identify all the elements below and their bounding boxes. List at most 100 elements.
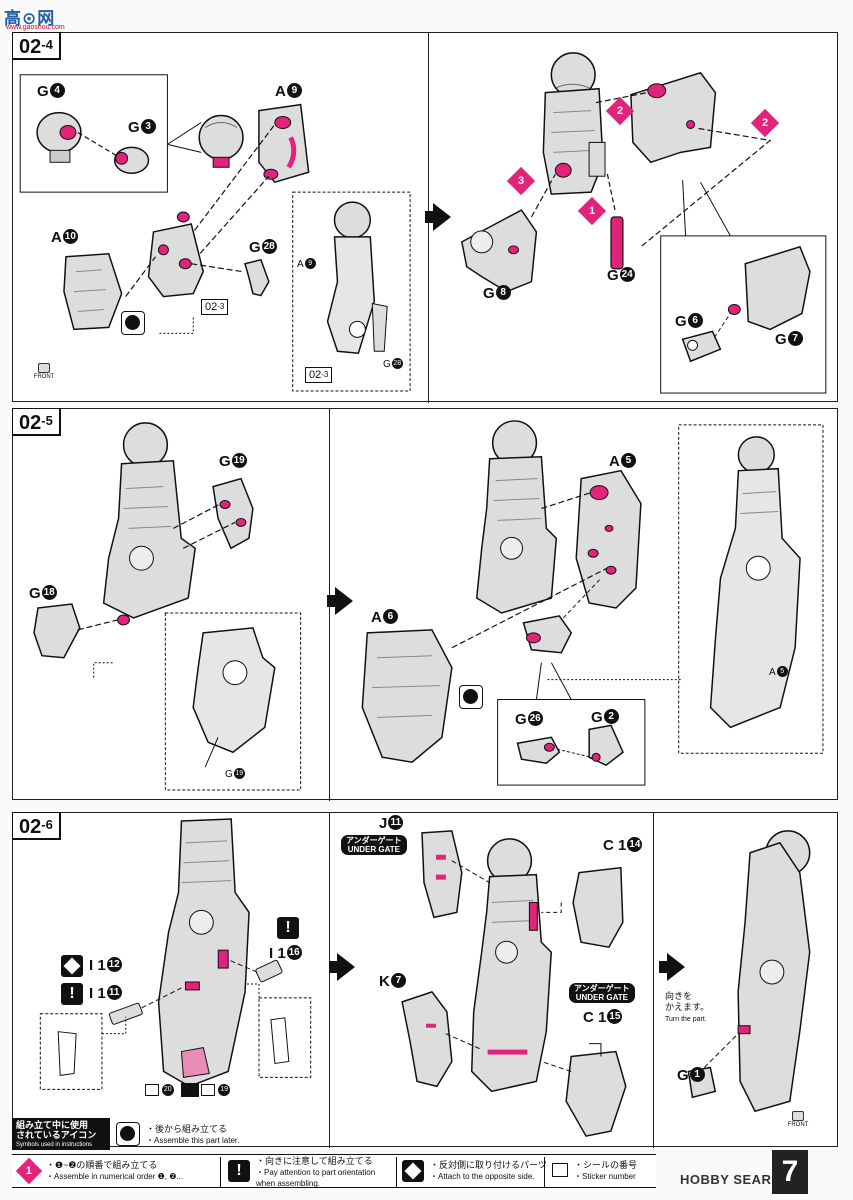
legend-order-jp: ・❶~❷の順番で組み立てる <box>46 1160 158 1170</box>
part-letter: I 1 <box>89 957 106 974</box>
legend-separator <box>220 1157 221 1187</box>
part-number: 5 <box>620 452 636 468</box>
sticker-icon <box>552 1163 568 1177</box>
front-label: FRONT <box>787 1122 809 1128</box>
legend-separator <box>544 1157 545 1187</box>
legend-later-jp: ・後から組み立てる <box>146 1124 228 1134</box>
front-label: FRONT <box>33 374 55 380</box>
part-number: 8 <box>495 284 511 300</box>
front-indicator: FRONT <box>31 363 57 381</box>
sticker-icon <box>201 1084 216 1096</box>
opposite-side-icon <box>180 1083 199 1097</box>
part-number: 5 <box>776 666 788 677</box>
part-letter: C 1 <box>603 837 627 854</box>
legend-attention-jp: ・向きに注意して組み立てる <box>256 1156 373 1166</box>
part-letter: G <box>607 267 619 284</box>
part-number: 9 <box>286 82 302 98</box>
part-number: 14 <box>627 836 643 852</box>
part-letter: G <box>128 119 140 136</box>
sticker-number: 20 <box>161 1084 174 1096</box>
part-number: 2 <box>603 708 619 724</box>
part-letter: G <box>219 453 231 470</box>
step-02-5-illustration <box>33 420 824 791</box>
step-02-5: 02-5 <box>12 408 838 801</box>
legend-order-en: ・Assemble in numerical order ❶, ❷... <box>46 1172 184 1181</box>
part-letter: I 1 <box>269 945 286 962</box>
part-number: 24 <box>619 266 635 282</box>
leg-front-icon <box>38 363 50 373</box>
part-number: 7 <box>390 972 406 988</box>
order-number: 2 <box>616 105 624 117</box>
step-02-6-illustration <box>39 818 811 1137</box>
turn-part-note: 向きを かえます。 Turn the part. <box>665 991 709 1025</box>
ref-sub: -3 <box>217 302 225 311</box>
part-letter: A <box>51 229 62 246</box>
part-letter: G <box>249 239 261 256</box>
watermark-logo: 高⊙网 www.gaoshou.com <box>4 4 76 34</box>
legend-row: 1 ・❶~❷の順番で組み立てる ・Assemble in numerical o… <box>12 1154 656 1188</box>
part-letter: A <box>371 609 382 626</box>
part-letter: G <box>483 285 495 302</box>
panel-divider <box>329 813 330 1148</box>
part-number: 6 <box>687 312 703 328</box>
legend-title-en: Symbols used in instructions <box>16 1142 93 1148</box>
next-arrow-icon <box>327 587 353 615</box>
step-label-main: 02 <box>19 36 42 58</box>
legend-opposite-en: ・Attach to the opposite side. <box>430 1172 535 1181</box>
ref-sub: -3 <box>321 370 329 379</box>
legend-sticker-jp: ・シールの番号 <box>574 1160 638 1170</box>
part-letter: I 1 <box>89 985 106 1002</box>
under-gate-jp: アンダーゲート <box>346 836 402 845</box>
under-gate-jp: アンダーゲート <box>574 984 630 993</box>
next-arrow-icon <box>659 953 685 981</box>
panel-divider <box>653 813 654 1148</box>
step-label: 02-4 <box>12 32 61 60</box>
brand-watermark: HOBBY SEARCH <box>680 1172 792 1187</box>
part-letter: G <box>225 769 233 781</box>
step-02-6: 02-6 <box>12 812 838 1148</box>
part-number: 12 <box>106 956 122 972</box>
part-number: 1 <box>689 1066 705 1082</box>
order-icon-number: 1 <box>25 1164 33 1177</box>
sticker-number: 19 <box>218 1084 231 1096</box>
legend-order: ・❶~❷の順番で組み立てる ・Assemble in numerical ord… <box>46 1160 183 1182</box>
assemble-later-icon <box>459 685 483 709</box>
legend-sticker-en: ・Sticker number <box>574 1172 636 1181</box>
watermark-url: www.gaoshou.com <box>6 24 65 31</box>
part-number: 10 <box>62 228 78 244</box>
order-number: 3 <box>517 175 525 187</box>
step-label-main: 02 <box>19 816 42 838</box>
step-label-main: 02 <box>19 412 42 434</box>
legend-attention-en: ・Pay attention to part orientation when … <box>256 1168 376 1188</box>
part-number: 28 <box>391 358 403 369</box>
part-letter: C 1 <box>583 1009 607 1026</box>
order-number: 1 <box>588 205 596 217</box>
step-label: 02-6 <box>12 812 61 840</box>
part-letter: A <box>297 259 304 271</box>
sticker-callouts: 20 19 <box>145 1083 231 1097</box>
part-number: 18 <box>41 584 57 600</box>
part-letter: A <box>275 83 286 100</box>
part-letter: J <box>379 815 388 832</box>
part-number: 19 <box>233 768 245 779</box>
part-letter: G <box>383 359 391 371</box>
next-arrow-icon <box>329 953 355 981</box>
step-02-4-illustration <box>19 52 827 394</box>
ref-main: 02 <box>205 301 218 313</box>
part-letter: A <box>769 667 776 679</box>
